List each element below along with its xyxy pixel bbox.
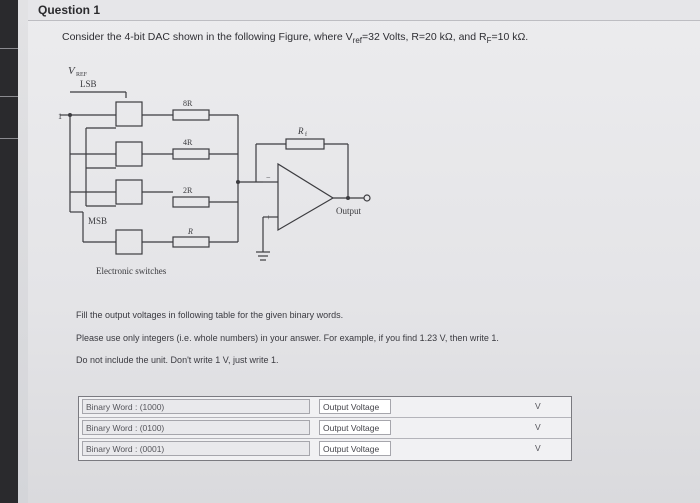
answer-table: Binary Word : (1000) Output Voltage V Bi…	[78, 396, 572, 461]
msb-label: MSB	[88, 216, 107, 226]
output-voltage-input[interactable]: Output Voltage	[319, 420, 391, 435]
lsb-label: LSB	[80, 79, 97, 89]
unit-label: V	[535, 443, 541, 453]
resistor-r-label: R	[187, 227, 193, 236]
table-row: Binary Word : (0100) Output Voltage V	[79, 418, 571, 438]
instruction-line-3: Do not include the unit. Don't write 1 V…	[76, 355, 279, 365]
dac-circuit-diagram: V REF LSB 1 8R 4R 2R R R f Output MSB El…	[58, 65, 371, 276]
output-voltage-input[interactable]: Output Voltage	[319, 441, 391, 456]
binary-word-cell: Binary Word : (0100)	[82, 420, 310, 435]
vref-label: V	[68, 65, 76, 77]
feedback-resistor-subscript: f	[305, 131, 307, 138]
instruction-line-1: Fill the output voltages in following ta…	[76, 310, 344, 320]
question-text: Consider the 4-bit DAC shown in the foll…	[62, 31, 529, 46]
left-sidebar	[0, 0, 18, 503]
resistor-8r-label: 8R	[183, 99, 193, 108]
row-divider	[79, 438, 571, 439]
table-row: Binary Word : (0001) Output Voltage V	[79, 439, 571, 459]
instruction-line-2: Please use only integers (i.e. whole num…	[76, 333, 499, 343]
question-header	[28, 0, 700, 21]
binary-word-cell: Binary Word : (0001)	[82, 441, 310, 456]
input-one-label: 1	[58, 112, 62, 121]
switches-label: Electronic switches	[96, 266, 167, 276]
resistor-2r-label: 2R	[183, 186, 193, 195]
output-voltage-input[interactable]: Output Voltage	[319, 399, 391, 414]
row-divider	[79, 417, 571, 418]
opamp-plus-sign: +	[266, 213, 271, 222]
feedback-resistor-label: R	[297, 126, 304, 136]
unit-label: V	[535, 422, 541, 432]
unit-label: V	[535, 401, 541, 411]
output-label: Output	[336, 206, 362, 216]
question-title: Question 1	[38, 3, 101, 17]
resistor-4r-label: 4R	[183, 138, 193, 147]
vref-subscript: REF	[76, 72, 88, 78]
binary-word-cell: Binary Word : (1000)	[82, 399, 310, 414]
table-row: Binary Word : (1000) Output Voltage V	[79, 397, 571, 417]
opamp-minus-sign: −	[266, 173, 271, 182]
